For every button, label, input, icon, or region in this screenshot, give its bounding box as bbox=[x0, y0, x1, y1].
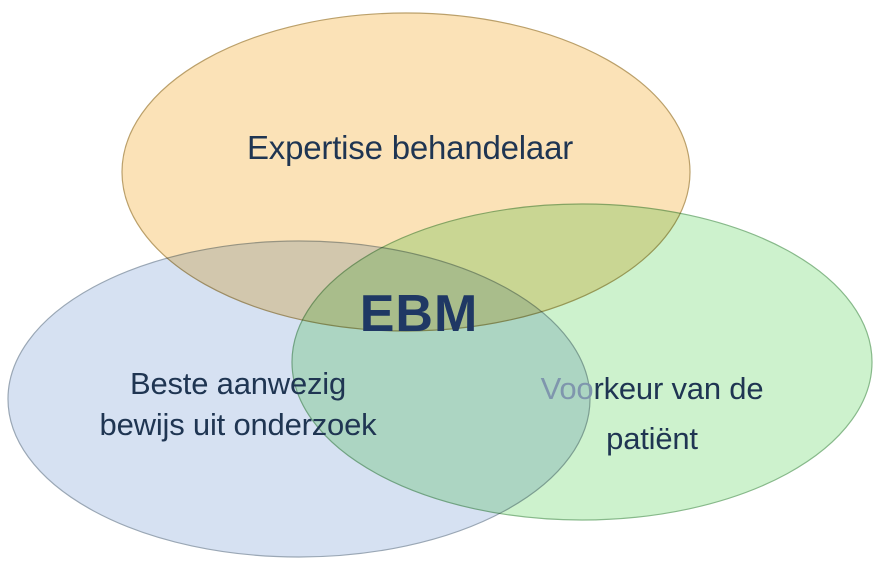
ellipse-beste-bewijs[interactable] bbox=[7, 240, 591, 558]
